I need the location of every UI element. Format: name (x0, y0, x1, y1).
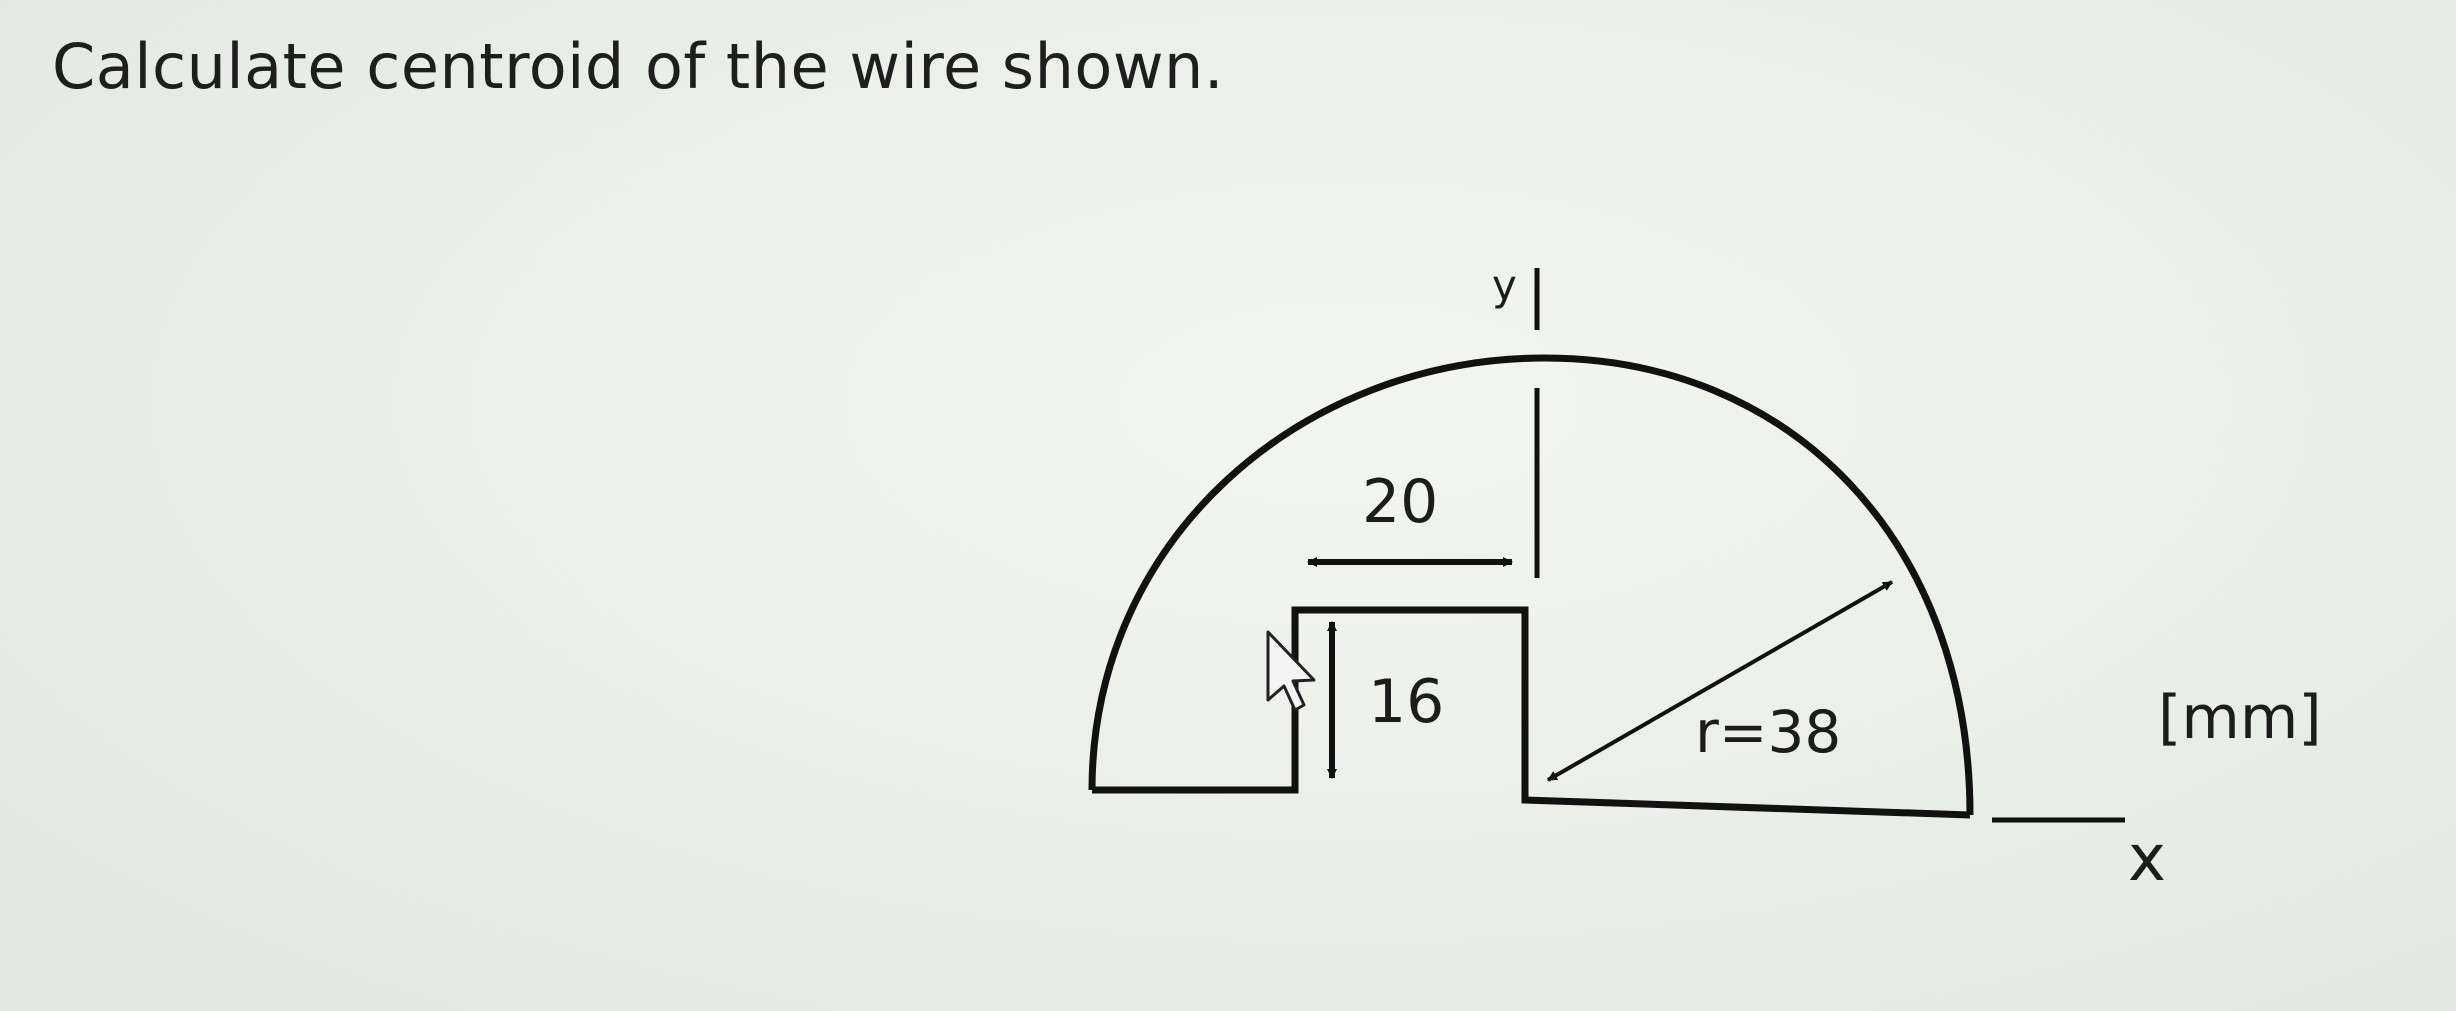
y-axis-label: y (1492, 261, 1517, 310)
radius-arrow (1547, 580, 1893, 782)
x-axis-label: x (2128, 822, 2166, 896)
question-text: Calculate centroid of the wire shown. (52, 30, 1225, 103)
wire-semicircle-arc (1088, 354, 1974, 816)
wire-base-with-notch (1092, 606, 1971, 819)
width-label: 20 (1362, 467, 1438, 537)
mouse-cursor-icon (1266, 630, 1316, 712)
units-label: [mm] (2158, 683, 2322, 753)
height-label: 16 (1368, 667, 1444, 737)
radius-label: r=38 (1695, 698, 1841, 766)
